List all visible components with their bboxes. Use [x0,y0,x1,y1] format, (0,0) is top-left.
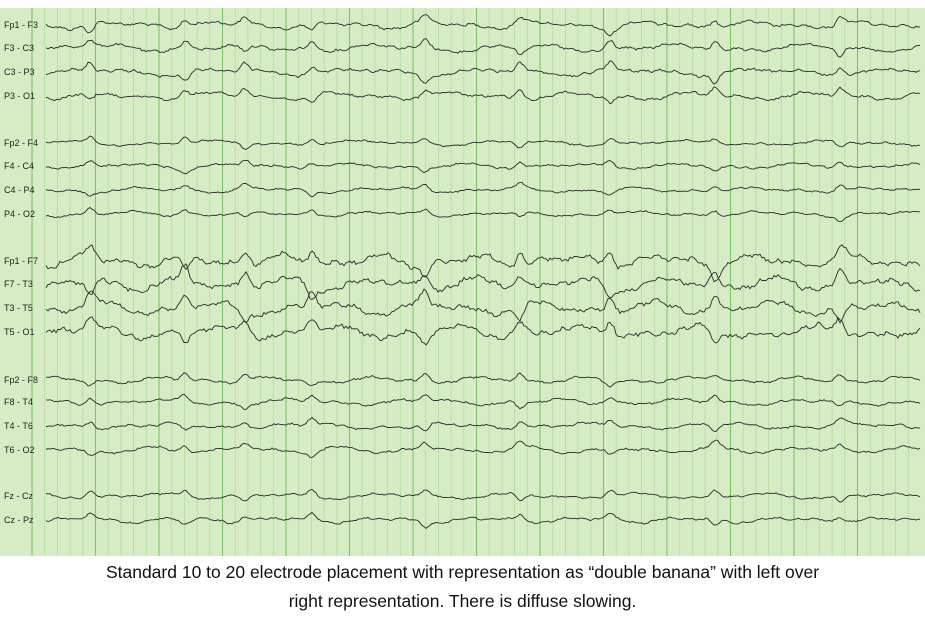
eeg-trace [45,38,921,58]
channel-label: T5 - O1 [4,327,35,337]
eeg-trace [45,263,921,301]
eeg-trace [45,206,921,222]
channel-label: T4 - T6 [4,421,33,431]
channel-label: P4 - O2 [4,209,35,219]
eeg-background [0,8,925,556]
channel-label: Fp2 - F8 [4,375,38,385]
eeg-trace [45,244,921,283]
eeg-tracing: Fp1 - F3 F3 - C3 C3 - P3 P3 - O1 Fp2 - F4 F4 … [0,8,925,556]
eeg-trace [45,288,921,324]
eeg-trace [45,135,921,150]
caption-line-1: Standard 10 to 20 electrode placement wi… [105,562,820,582]
channel-label: F8 - T4 [4,397,33,407]
eeg-tracing-panel: Fp1 - F3 F3 - C3 C3 - P3 P3 - O1 Fp2 - F4 F4 … [0,8,925,556]
eeg-trace [45,86,921,105]
figure-caption: Standard 10 to 20 electrode placement wi… [0,558,925,616]
eeg-trace [45,393,921,410]
eeg-trace [45,488,921,503]
channel-label: T3 - T5 [4,303,33,313]
channel-label: C3 - P3 [4,67,35,77]
eeg-traces [45,14,921,529]
eeg-trace [45,416,921,432]
caption-line-2: right representation. There is diffuse s… [288,591,637,611]
eeg-trace [45,14,921,37]
eeg-trace [45,181,921,198]
eeg-channel-labels: Fp1 - F3 F3 - C3 C3 - P3 P3 - O1 Fp2 - F4 F4 … [4,20,38,525]
eeg-trace [45,60,921,85]
eeg-trace [45,372,921,388]
eeg-trace [45,316,921,346]
channel-label: F7 - T3 [4,279,33,289]
eeg-trace [45,159,921,175]
channel-label: F4 - C4 [4,161,34,171]
channel-label: Fp1 - F3 [4,20,38,30]
channel-label: Fp2 - F4 [4,138,38,148]
channel-label: Cz - Pz [4,515,34,525]
channel-label: C4 - P4 [4,185,35,195]
channel-label: Fz - Cz [4,491,33,501]
channel-label: Fp1 - F7 [4,256,38,266]
channel-label: P3 - O1 [4,91,35,101]
channel-label: T6 - O2 [4,445,35,455]
channel-label: F3 - C3 [4,43,34,53]
eeg-trace [45,511,921,529]
eeg-trace [45,439,921,458]
